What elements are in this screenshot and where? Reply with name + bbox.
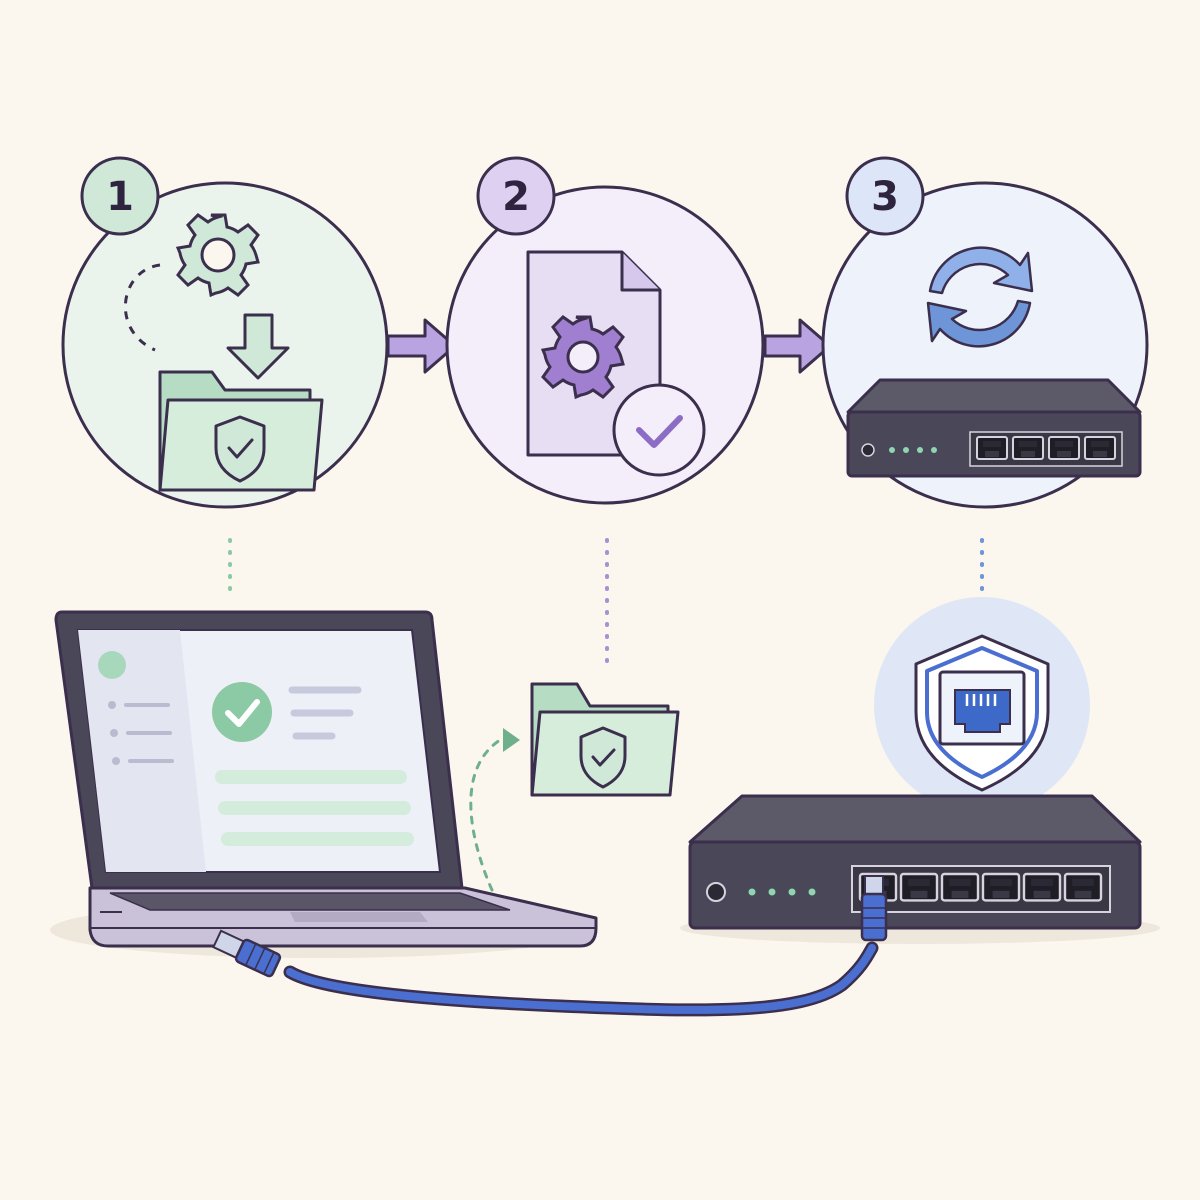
content-lines xyxy=(215,686,414,846)
dashed-connector xyxy=(123,263,161,352)
arrow-right-icon xyxy=(386,318,457,374)
step-arrow-1-2 xyxy=(386,318,457,374)
sidebar-list xyxy=(108,701,174,765)
network-switch-icon xyxy=(846,378,1142,478)
step-3-number: 3 xyxy=(871,174,899,220)
laptop-icon xyxy=(50,610,598,958)
arrow-right-icon xyxy=(503,728,520,752)
step-2: 2 xyxy=(445,156,765,505)
success-check-icon xyxy=(212,682,272,742)
step-2-number: 2 xyxy=(502,174,530,220)
ethernet-cable-icon xyxy=(212,875,888,1017)
step-arrow-2-3 xyxy=(763,318,832,374)
cable-plug-laptop xyxy=(212,929,282,978)
arrow-right-icon xyxy=(763,318,832,374)
step-1: 1 xyxy=(61,156,389,509)
arrow-down-icon xyxy=(226,313,290,380)
transfer-arrow xyxy=(469,728,520,892)
step-1-number-badge: 1 xyxy=(80,156,160,236)
step-3-number-badge: 3 xyxy=(845,156,925,236)
cable-plug-switch xyxy=(860,875,888,942)
laptop-keyboard xyxy=(109,892,511,911)
step-1-number: 1 xyxy=(106,174,134,220)
step-2-number-badge: 2 xyxy=(476,156,556,236)
shield-ethernet-port-icon xyxy=(874,597,1090,813)
laptop-trackpad xyxy=(290,912,428,922)
laptop-sidebar-panel xyxy=(78,630,206,872)
step-3: 3 xyxy=(821,156,1149,509)
gear-icon xyxy=(541,315,625,399)
folder-icon xyxy=(530,682,680,797)
shield-check-icon xyxy=(579,726,627,789)
refresh-icon xyxy=(926,246,1034,348)
avatar xyxy=(98,651,126,679)
checkmark-badge-icon xyxy=(612,383,706,477)
gear-icon xyxy=(176,213,260,297)
network-switch-icon xyxy=(680,794,1160,944)
shield-check-icon xyxy=(214,415,266,483)
